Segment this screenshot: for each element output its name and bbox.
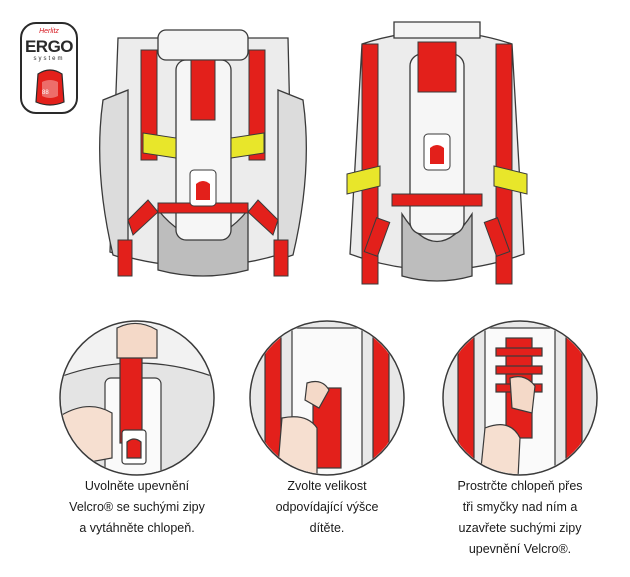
step-2-caption: Zvolte velikost odpovídající výšce dítět…	[237, 476, 417, 539]
logo-subtitle: system	[33, 56, 65, 62]
step-3-caption: Prostrčte chlopeň přes tři smyčky nad ní…	[430, 476, 610, 560]
svg-text:88: 88	[42, 90, 49, 96]
step-3-line-3: uzavřete suchými zipy	[458, 521, 582, 535]
step-3-line-1: Prostrčte chlopeň přes	[457, 479, 583, 493]
step-1-line-2: Velcro® se suchými zipy	[69, 500, 205, 514]
backpack-back-illustration	[346, 21, 528, 285]
backpack-front-illustration	[99, 29, 307, 277]
backpack-icon: 88	[35, 69, 65, 106]
step-1-illustration	[59, 320, 215, 476]
step-3-illustration	[442, 320, 598, 476]
step-1-line-1: Uvolněte upevnění	[84, 479, 190, 493]
step-3-line-4: upevnění Velcro®.	[468, 542, 572, 556]
step-2-line-1: Zvolte velikost	[287, 479, 367, 493]
step-3-line-2: tři smyčky nad ním a	[462, 500, 578, 514]
logo-brand: Herlitz	[39, 28, 59, 35]
step-2-line-3: dítěte.	[309, 521, 345, 535]
step-2-line-2: odpovídající výšce	[275, 500, 379, 514]
step-1-line-3: a vytáhněte chlopeň.	[79, 521, 195, 535]
ergo-system-logo: Herlitz ERGO system 88	[20, 22, 78, 114]
logo-word: ERGO	[24, 37, 74, 56]
step-2-illustration	[249, 320, 405, 476]
step-1-caption: Uvolněte upevnění Velcro® se suchými zip…	[47, 476, 227, 539]
